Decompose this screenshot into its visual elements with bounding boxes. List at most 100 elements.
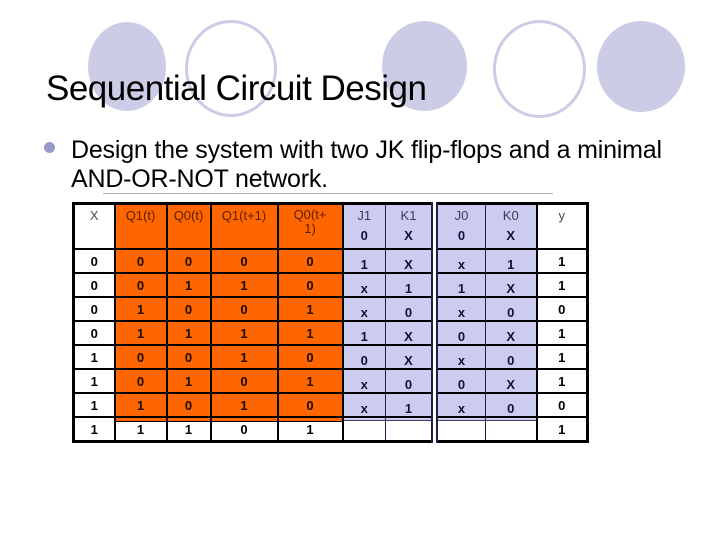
cell-y: 1 [535,344,589,370]
cell-k1: X [385,248,435,274]
cell-q0t1: 1 [276,368,344,394]
cell-j1: 1 [342,248,386,274]
cell-q0t: 0 [165,392,212,418]
cell-q1t: 1 [113,296,168,322]
decor-ellipse-filled [88,22,166,111]
cell-q0t1: 0 [276,344,344,370]
cell-k1: 0 [385,368,435,394]
decor-ellipse-outline [493,20,586,118]
table-row: 1 1 0 1 0 x 1 x 0 0 [72,392,589,418]
k0-row0-value: X [506,228,516,243]
cell-q0t: 1 [165,320,212,346]
cell-j0 [431,416,486,443]
cell-k0 [485,416,537,443]
decor-ellipse-outline [185,20,277,117]
cell-q0t: 1 [165,272,212,298]
col-header-q1t: Q1(t) [113,202,168,250]
cell-j1: x [342,296,386,322]
col-header-q1t1: Q1(t+1) [209,202,279,250]
cell-k0: X [485,368,537,394]
cell-q1t: 0 [113,368,168,394]
cell-j0: x [431,296,486,322]
cell-q1t1: 1 [209,344,279,370]
cell-k0: 1 [485,248,537,274]
cell-j0: 0 [431,320,486,346]
cell-y: 1 [535,416,589,443]
cell-q1t: 0 [113,248,168,274]
cell-q0t1: 1 [276,416,344,443]
cell-k0: X [485,320,537,346]
cell-j1: 1 [342,320,386,346]
cell-x: 0 [72,296,116,322]
bullet-item: Design the system with two JK flip-flops… [71,136,662,194]
cell-y: 0 [535,296,589,322]
table-row: 1 1 1 0 1 1 [72,416,589,443]
cell-j0: x [431,344,486,370]
cell-q1t1: 1 [209,320,279,346]
cell-j1 [342,416,386,443]
cell-x: 1 [72,392,116,418]
cell-y: 1 [535,272,589,298]
cell-q1t: 1 [113,392,168,418]
table-row: 0 1 1 1 1 1 X 0 X 1 [72,320,589,346]
cell-q0t: 0 [165,344,212,370]
cell-q1t1: 0 [209,248,279,274]
cell-k1: X [385,320,435,346]
table-row: 1 0 0 1 0 0 X x 0 1 [72,344,589,370]
cell-q0t: 0 [165,248,212,274]
table-row: 1 0 1 0 1 x 0 0 X 1 [72,368,589,394]
col-header-y: y [535,202,589,250]
cell-q0t1: 1 [276,320,344,346]
table-row: 0 1 0 0 1 x 0 x 0 0 [72,296,589,322]
cell-k1 [385,416,435,443]
cell-j0: x [431,248,486,274]
table-row: 0 0 0 0 0 1 X x 1 1 [72,248,589,274]
cell-j0: x [431,392,486,418]
cell-q0t1: 0 [276,272,344,298]
cell-q1t1: 0 [209,296,279,322]
cell-k1: X [385,344,435,370]
bullet-line-1: Design the system with two JK flip-flops… [71,136,662,164]
cell-j0: 1 [431,272,486,298]
j0-row0-value: 0 [457,228,466,243]
cell-j0: 0 [431,368,486,394]
cell-y: 1 [535,248,589,274]
cell-x: 0 [72,272,116,298]
cell-q1t: 1 [113,416,168,443]
cell-j1: x [342,392,386,418]
cell-q0t1: 0 [276,392,344,418]
cell-q1t: 0 [113,272,168,298]
col-header-q0t1: Q0(t+1) [276,202,344,250]
cell-y: 1 [535,320,589,346]
cell-q0t: 1 [165,416,212,443]
cell-k0: 0 [485,296,537,322]
cell-q1t: 1 [113,320,168,346]
cell-k1: 0 [385,296,435,322]
cell-y: 0 [535,392,589,418]
cell-k1: 1 [385,392,435,418]
cell-k1: 1 [385,272,435,298]
cell-q0t: 1 [165,368,212,394]
cell-q0t: 0 [165,296,212,322]
cell-q1t1: 1 [209,392,279,418]
cell-q0t1: 0 [276,248,344,274]
cell-j1: x [342,272,386,298]
k1-row0-value: X [404,228,413,243]
cell-x: 1 [72,416,116,443]
decor-ellipse-filled [597,21,685,112]
cell-q0t1: 1 [276,296,344,322]
cell-q1t1: 1 [209,272,279,298]
col-header-q0t: Q0(t) [165,202,212,250]
cell-x: 1 [72,344,116,370]
cell-k0: 0 [485,344,537,370]
cell-q1t1: 0 [209,416,279,443]
cell-x: 0 [72,248,116,274]
cell-j1: 0 [342,344,386,370]
